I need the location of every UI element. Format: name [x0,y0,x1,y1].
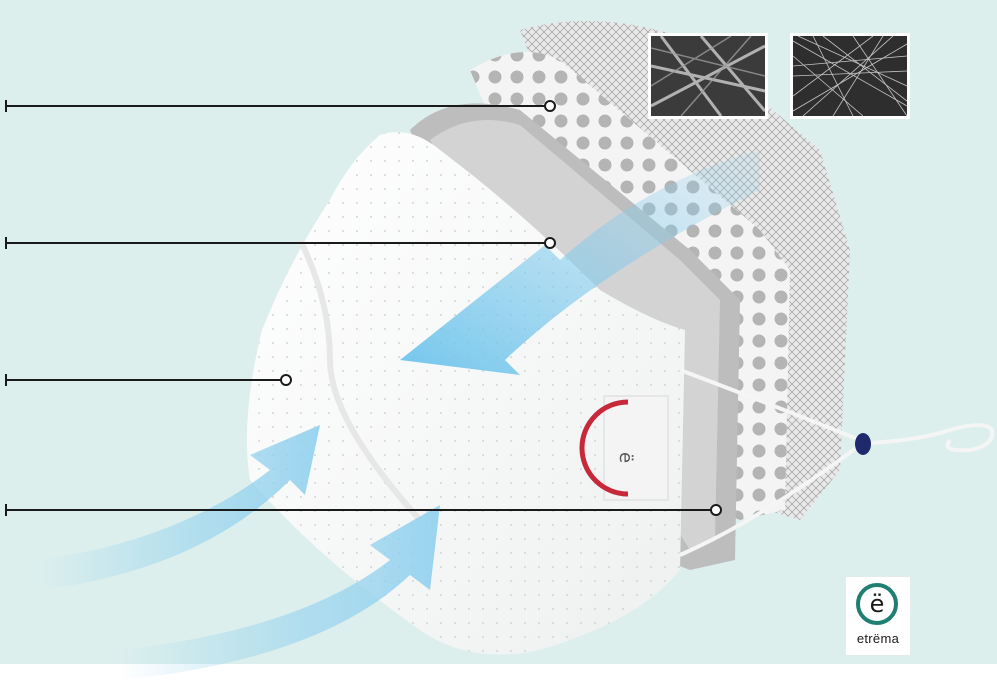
brand-tag: ë [579,395,669,501]
fine-fiber-micrograph [790,33,910,119]
logo-wordmark: etrëma [856,631,900,646]
outer-layer-dots [246,132,685,655]
coarse-fiber-micrograph [648,33,768,119]
ear-loop-icon [679,368,995,557]
airflow-arrow-icon [40,150,760,680]
callout-4 [5,504,722,516]
logo-mark: ë [856,583,898,625]
svg-text:ë: ë [615,452,636,463]
callout-2 [5,237,556,249]
callout-1 [5,100,556,112]
logo-icon: ë etrëma [845,576,911,656]
outer-fold-line [297,238,423,523]
callout-3 [5,374,292,386]
